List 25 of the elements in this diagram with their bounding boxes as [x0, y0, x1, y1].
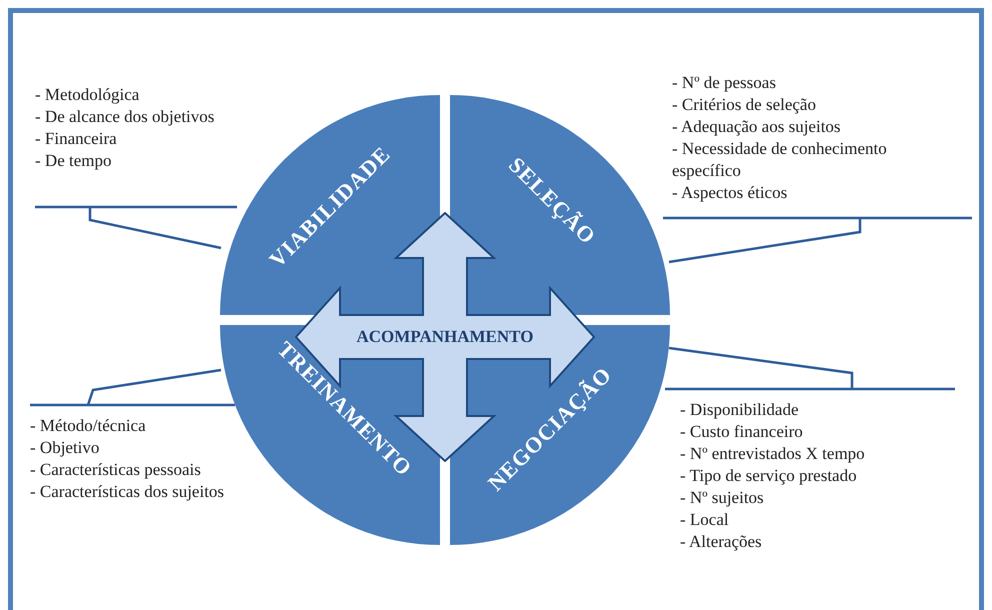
leader-line [28, 368, 236, 406]
list-item: - Método/técnica [30, 415, 147, 437]
list-item: - Custo financeiro [680, 421, 804, 443]
list-item: - Aspectos éticos [672, 182, 788, 204]
list-item: - Local [680, 509, 730, 531]
list-item: - De tempo [35, 150, 112, 172]
list-item: - Adequação aos sujeitos [672, 116, 842, 138]
list-item: - Nº sujeitos [680, 487, 765, 509]
list-item: - De alcance dos objetivos [35, 106, 216, 128]
leader-line [664, 346, 956, 390]
list-item: - Nº entrevistados X tempo [680, 443, 866, 465]
list-item: - Características pessoais [30, 459, 202, 481]
list-item: - Alterações [680, 531, 763, 553]
list-item: - Necessidade de conhecimento específico [672, 138, 888, 182]
list-item: - Nº de pessoas [672, 72, 777, 94]
list-item: - Financeira [35, 128, 118, 150]
arrow-label: ACOMPANHAMENTO [356, 327, 534, 346]
list-item: - Características dos sujeitos [30, 481, 226, 503]
leader-line [662, 216, 974, 264]
list-item: - Critérios de seleção [672, 94, 817, 116]
list-item: - Disponibilidade [680, 399, 800, 421]
list-item: - Objetivo [30, 437, 100, 459]
leader-line [34, 206, 238, 250]
list-item: - Metodológica [35, 84, 140, 106]
list-item: - Tipo de serviço prestado [680, 465, 858, 487]
